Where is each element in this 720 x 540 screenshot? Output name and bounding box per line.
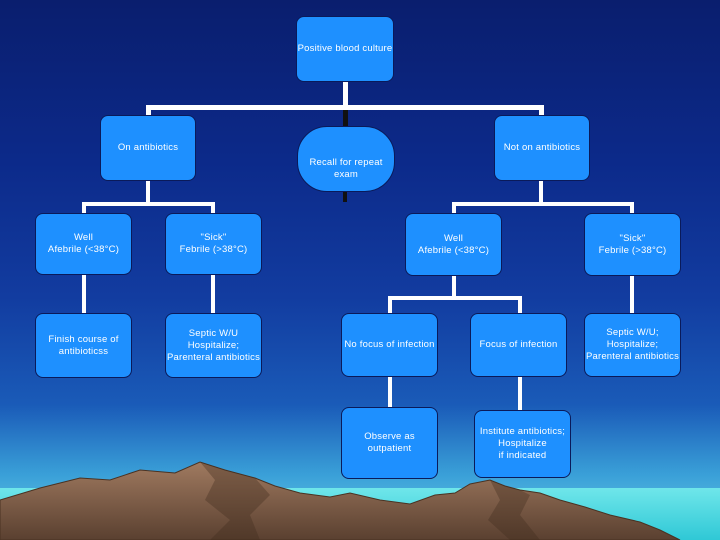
no-focus-node: No focus of infection bbox=[341, 313, 438, 377]
connector bbox=[388, 296, 392, 314]
connector bbox=[630, 276, 634, 314]
observe-outpatient-node: Observe as outpatient bbox=[341, 407, 438, 479]
well-afebrile-node-right: Well Afebrile (<38°C) bbox=[405, 213, 502, 276]
mountain-range bbox=[0, 461, 681, 540]
connector bbox=[539, 105, 544, 117]
sick-febrile-node-right: "Sick" Febrile (>38°C) bbox=[584, 213, 681, 276]
connector bbox=[82, 202, 215, 206]
connector bbox=[146, 105, 151, 117]
connector bbox=[82, 274, 86, 314]
connector bbox=[343, 110, 348, 126]
connector bbox=[452, 202, 456, 214]
septic-workup-node-right: Septic W/U; Hospitalize; Parenteral anti… bbox=[584, 313, 681, 377]
connector bbox=[388, 296, 522, 300]
root-node: Positive blood culture bbox=[296, 16, 394, 82]
mountain-shadow bbox=[200, 462, 540, 540]
connector bbox=[211, 202, 215, 214]
not-on-antibiotics-node: Not on antibiotics bbox=[494, 115, 590, 181]
well-afebrile-node-left: Well Afebrile (<38°C) bbox=[35, 213, 132, 275]
connector bbox=[343, 190, 347, 202]
connector bbox=[518, 296, 522, 314]
finish-course-node: Finish course of antibioticss bbox=[35, 313, 132, 378]
septic-workup-node-left: Septic W/U Hospitalize; Parenteral antib… bbox=[165, 313, 262, 378]
connector bbox=[146, 180, 150, 206]
institute-antibiotics-node: Institute antibiotics; Hospitalize if in… bbox=[474, 410, 571, 478]
connector bbox=[211, 274, 215, 314]
connector bbox=[452, 202, 634, 206]
connector bbox=[630, 202, 634, 214]
sick-febrile-node-left: "Sick" Febrile (>38°C) bbox=[165, 213, 262, 275]
connector bbox=[539, 180, 543, 206]
connector bbox=[146, 105, 544, 110]
focus-node: Focus of infection bbox=[470, 313, 567, 377]
connector bbox=[452, 276, 456, 300]
recall-node: Recall for repeat exam bbox=[297, 126, 395, 192]
connector bbox=[518, 376, 522, 410]
on-antibiotics-node: On antibiotics bbox=[100, 115, 196, 181]
connector bbox=[388, 376, 392, 408]
connector bbox=[343, 82, 348, 110]
connector bbox=[82, 202, 86, 214]
